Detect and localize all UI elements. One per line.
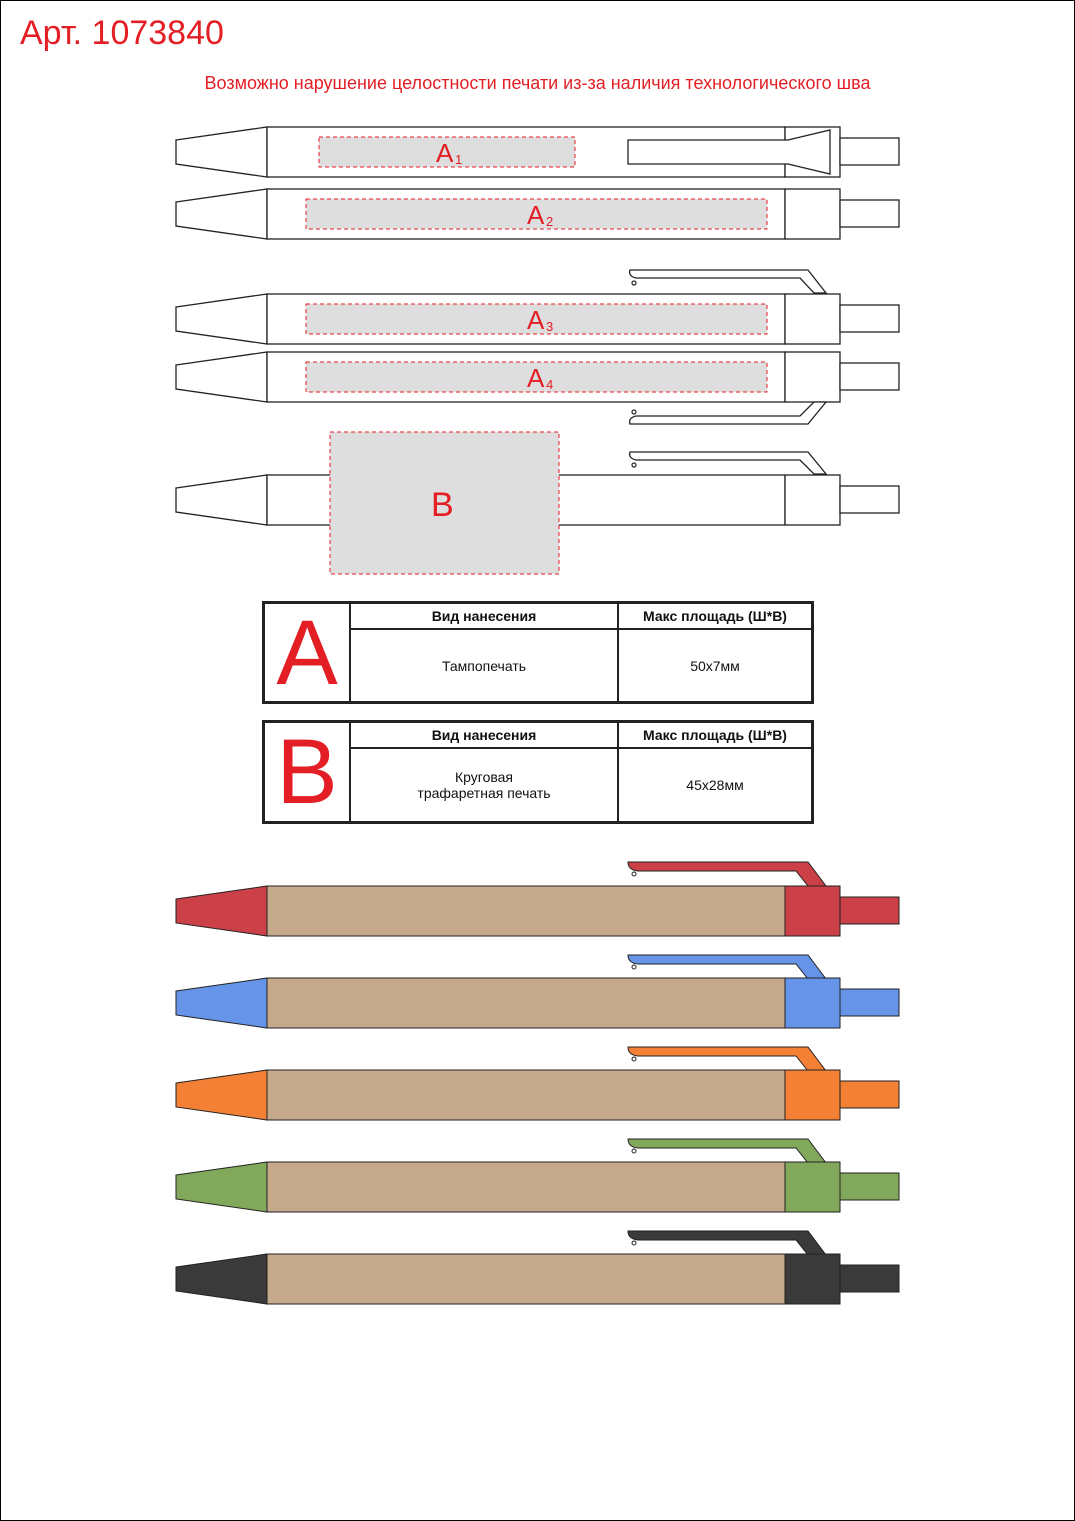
spec-table-b: B Вид нанесения Макс площадь (Ш*В) Круго… — [262, 720, 814, 824]
seam-notice: Возможно нарушение целостности печати из… — [204, 73, 871, 93]
zone-label-a1: A — [436, 138, 454, 168]
pen-green — [175, 1138, 900, 1213]
print-zone-a3 — [305, 303, 768, 335]
article-number: Арт. 1073840 — [20, 14, 224, 52]
spec-b-area: 45х28мм — [617, 747, 814, 824]
spec-b-method-header: Вид нанесения — [349, 720, 619, 749]
spec-a-area-header: Макс площадь (Ш*В) — [617, 601, 814, 630]
pen-outline-a2: A 2 — [175, 188, 900, 240]
print-zone-a1 — [318, 136, 576, 168]
zone-label-b: B — [431, 486, 454, 524]
pen-blue — [175, 954, 900, 1029]
pen-red — [175, 861, 900, 937]
zone-sub-a3: 3 — [546, 319, 553, 334]
spec-b-area-header: Макс площадь (Ш*В) — [617, 720, 814, 749]
zone-sub-a2: 2 — [546, 214, 553, 229]
zone-sub-a4: 4 — [546, 377, 553, 392]
spec-table-a: A Вид нанесения Макс площадь (Ш*В) Тампо… — [262, 601, 814, 704]
pen-outline-a4: A 4 — [175, 351, 900, 425]
pen-outline-a3: A 3 — [175, 269, 900, 345]
spec-b-method-line2: трафаретная печать — [417, 785, 551, 801]
print-zone-b — [329, 431, 560, 575]
spec-a-letter: A — [262, 601, 351, 704]
spec-a-method: Тампопечать — [349, 628, 619, 704]
pen-orange — [175, 1046, 900, 1121]
spec-a-method-header: Вид нанесения — [349, 601, 619, 630]
spec-b-method: Круговая трафаретная печать — [349, 747, 619, 824]
zone-label-a2: A — [527, 200, 545, 230]
zone-label-a4: A — [527, 363, 545, 393]
pen-outline-b: B — [175, 431, 900, 575]
zone-sub-a1: 1 — [455, 152, 462, 167]
spec-a-area: 50х7мм — [617, 628, 814, 704]
spec-b-method-line1: Круговая — [454, 769, 514, 785]
zone-label-a3: A — [527, 305, 545, 335]
pen-black — [175, 1230, 900, 1305]
print-zone-a2 — [305, 198, 768, 230]
spec-b-letter: B — [262, 720, 351, 824]
pen-outline-a1: A 1 — [175, 126, 900, 178]
print-zone-a4 — [305, 361, 768, 393]
